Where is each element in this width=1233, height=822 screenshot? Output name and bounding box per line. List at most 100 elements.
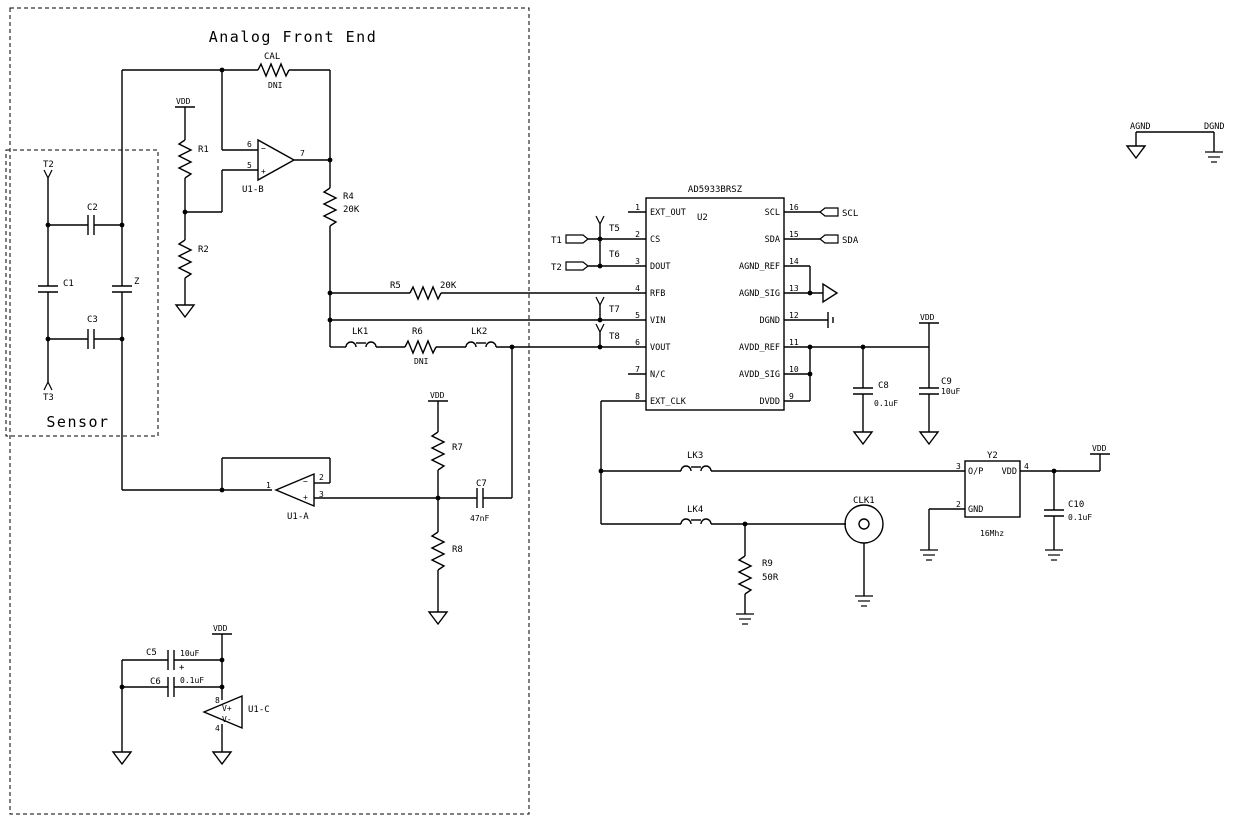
- u1a-pin-2: 2: [319, 473, 324, 482]
- u2-part-number: AD5933BRSZ: [688, 185, 743, 195]
- test-point-t2-port-label: T2: [551, 263, 562, 273]
- u2-pin-10-num: 10: [789, 365, 799, 374]
- lk3-ref: LK3: [687, 451, 703, 461]
- c7-value: 47nF: [470, 514, 489, 523]
- r6-ref: R6: [412, 327, 423, 337]
- u1b-pin-5: 5: [247, 161, 252, 170]
- u2-pin-3-name: DOUT: [650, 262, 670, 272]
- u1a-ref: U1-A: [287, 512, 309, 522]
- c6-value: 0.1uF: [180, 676, 204, 685]
- z-ref: Z: [134, 277, 140, 287]
- test-point-t3-label: T3: [43, 393, 54, 403]
- y2-pin-4-num: 4: [1024, 462, 1029, 471]
- r6-value: DNI: [414, 357, 429, 366]
- c7-ref: C7: [476, 479, 487, 489]
- u2-pin-15-name: SDA: [765, 235, 780, 245]
- op-amp-u1-a: − + 1 2 3 U1-A: [266, 472, 324, 522]
- r1-r2-divider: VDD R1 R2: [174, 97, 258, 319]
- u2-pin-1-num: 1: [635, 203, 640, 212]
- r9-ref: R9: [762, 559, 773, 569]
- test-point-t7-label: T7: [609, 305, 620, 315]
- op-amp-u1-b: − + 6 5 7 U1-B: [242, 138, 305, 195]
- u2-ref: U2: [697, 213, 708, 223]
- i2c-ports: SCL SDA: [784, 207, 859, 246]
- lk2-ref: LK2: [471, 327, 487, 337]
- c8-capacitor: C8 0.1uF: [852, 347, 898, 446]
- y2-pin-2-name: GND: [968, 505, 983, 515]
- r5-resistor: R5 20K: [330, 281, 646, 301]
- y2-pin-4-name: VDD: [1002, 467, 1017, 477]
- c9-ref: C9: [941, 377, 952, 387]
- lk4-link: LK4: [680, 505, 712, 525]
- u2-pin-9-name: DVDD: [760, 397, 780, 407]
- u2-pin-9-num: 9: [789, 392, 794, 401]
- u2-pin-7-num: 7: [635, 365, 640, 374]
- u2-pin-11-num: 11: [789, 338, 799, 347]
- lk4-ref: LK4: [687, 505, 703, 515]
- c8-ref: C8: [878, 381, 889, 391]
- vdd-c9-label: VDD: [920, 313, 935, 322]
- u2-pin-12-name: DGND: [760, 316, 780, 326]
- y2-ref: Y2: [987, 451, 998, 461]
- sensor-network: T2 C2 C1 Z C3 T3: [38, 160, 140, 403]
- test-point-t5-label: T5: [609, 224, 620, 234]
- sda-port-label: SDA: [842, 236, 859, 246]
- u1a-pin-1: 1: [266, 481, 271, 490]
- r2-ref: R2: [198, 245, 209, 255]
- r4-value: 20K: [343, 205, 360, 215]
- c5-ref: C5: [146, 648, 157, 658]
- c5-plus: +: [179, 663, 185, 673]
- u2-pin-4-name: RFB: [650, 289, 665, 299]
- oscillator-y2: Y2 3 O/P 2 GND VDD 4 16Mhz: [956, 451, 1029, 538]
- r8-ref: R8: [452, 545, 463, 555]
- agnd-legend-label: AGND: [1130, 122, 1150, 132]
- u2-pin-3-num: 3: [635, 257, 640, 266]
- r4-ref: R4: [343, 192, 354, 202]
- clk1-connector: CLK1: [844, 496, 884, 607]
- c5-value: 10uF: [180, 649, 199, 658]
- c1-ref: C1: [63, 279, 74, 289]
- lk3-link: LK3: [680, 451, 712, 472]
- cal-value: DNI: [268, 81, 283, 90]
- u1a-minus: −: [303, 477, 308, 486]
- u1b-ref: U1-B: [242, 185, 264, 195]
- vdd-u1c-label: VDD: [213, 624, 228, 633]
- u2-pin-12-num: 12: [789, 311, 799, 320]
- u2-pin-11-name: AVDD_REF: [739, 343, 780, 353]
- c8-value: 0.1uF: [874, 399, 898, 408]
- c10-capacitor: C10 0.1uF: [1044, 471, 1092, 561]
- u2-pin-16-num: 16: [789, 203, 799, 212]
- r5-value: 20K: [440, 281, 457, 291]
- sensor-boundary: [5, 149, 159, 437]
- agnd-symbol-u2: [822, 282, 839, 304]
- cal-ref: CAL: [264, 52, 280, 62]
- u2-pin-2-name: CS: [650, 235, 660, 245]
- cal-resistor: CAL DNI: [257, 52, 330, 90]
- scl-port-label: SCL: [842, 209, 858, 219]
- test-point-t1-label: T1: [551, 236, 562, 246]
- u2-pin-14-name: AGND_REF: [739, 262, 780, 272]
- y2-pin-2-num: 2: [956, 500, 961, 509]
- test-point-t6-label: T6: [609, 250, 620, 260]
- u2-pin-13-num: 13: [789, 284, 799, 293]
- u2-pin-13-name: AGND_SIG: [739, 289, 780, 299]
- u2-pin-8-name: EXT_CLK: [650, 397, 687, 407]
- u2-pin-16-name: SCL: [765, 208, 780, 218]
- r1-ref: R1: [198, 145, 209, 155]
- u1a-plus: +: [303, 493, 308, 502]
- u1c-pin-8: 8: [215, 696, 220, 705]
- u2-pin-10-name: AVDD_SIG: [739, 370, 780, 380]
- y2-pin-3-name: O/P: [968, 467, 983, 477]
- u2-pin-14-num: 14: [789, 257, 799, 266]
- u1b-minus: −: [261, 144, 266, 153]
- y2-pin-3-num: 3: [956, 462, 961, 471]
- u2-pin-5-name: VIN: [650, 316, 665, 326]
- u2-test-points: T5 T6 T7 T8 T1 T2: [551, 215, 646, 350]
- u1c-ref: U1-C: [248, 705, 270, 715]
- test-point-t8-label: T8: [609, 332, 620, 342]
- c9-value: 10uF: [941, 387, 960, 396]
- u1b-pin-6: 6: [247, 140, 252, 149]
- u1a-pin-3: 3: [319, 490, 324, 499]
- u1c-vminus: V-: [222, 715, 232, 724]
